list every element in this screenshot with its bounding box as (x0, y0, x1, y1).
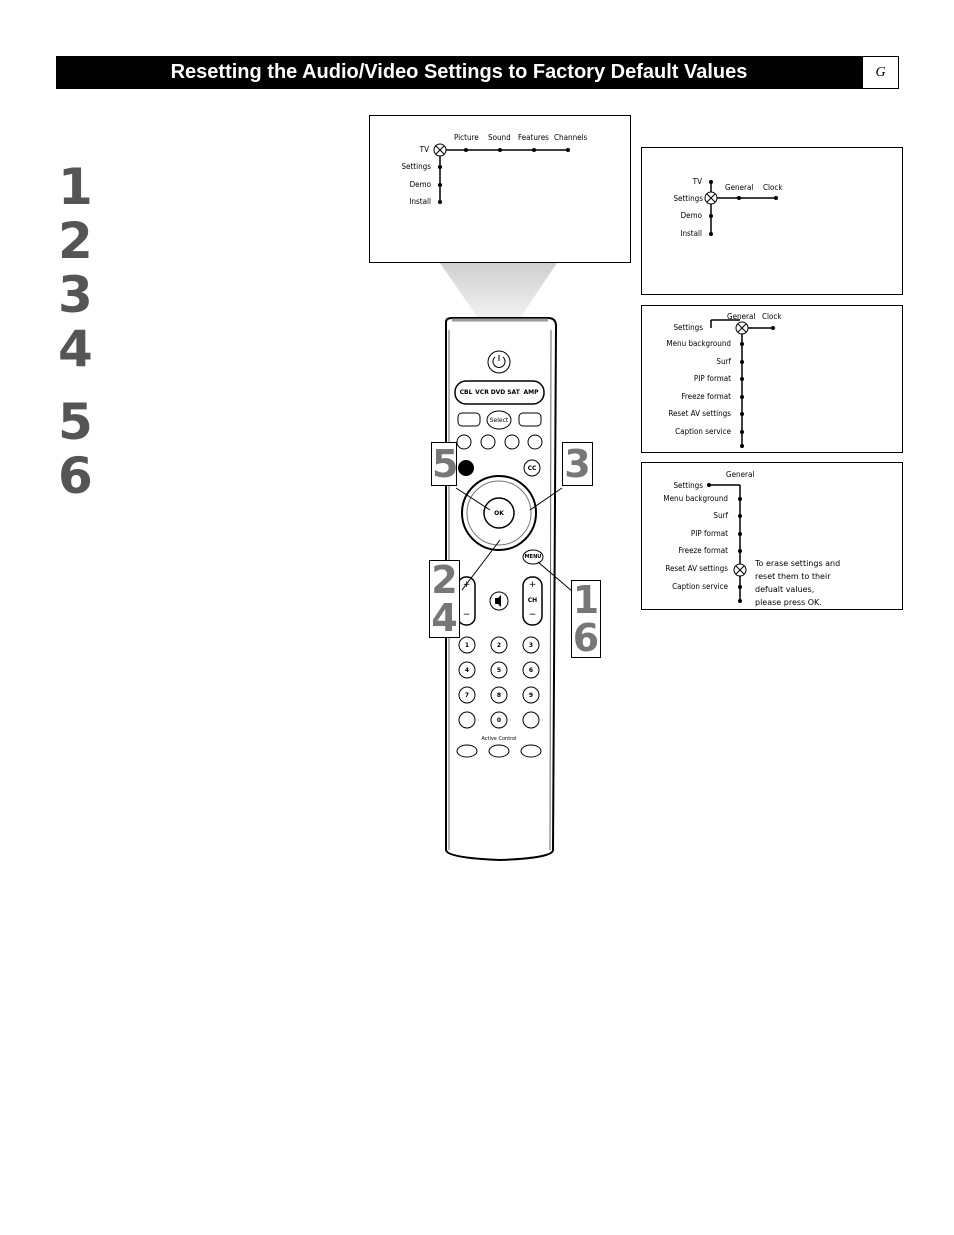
menu-item: General (725, 183, 754, 192)
digit-button[interactable]: 2 (496, 642, 502, 649)
channel-down-icon[interactable]: − (528, 610, 537, 620)
vcr-button[interactable]: VCR (475, 389, 489, 396)
menu-item: Caption service (675, 427, 731, 436)
menu-item: Clock (762, 312, 782, 321)
av-icon (457, 412, 481, 427)
format-icon (518, 412, 542, 427)
menu-tree-lines (704, 180, 778, 236)
step-number: 5 (58, 393, 93, 451)
menu-item: Demo (409, 180, 431, 189)
step-number: 1 (58, 158, 93, 216)
callout-step-2: 2 (431, 558, 458, 602)
menu-item: Clock (763, 183, 783, 192)
callout-step-5: 5 (431, 442, 459, 486)
digit-button[interactable]: 1 (464, 642, 470, 649)
menu-item: Freeze format (681, 392, 731, 401)
message-line: reset them to their (755, 572, 831, 581)
menu-tree-lines (433, 143, 570, 204)
select-button[interactable]: Select (489, 417, 509, 424)
menu-item: Menu background (666, 339, 731, 348)
active-control-label: Active Control (481, 736, 517, 742)
menu-item: Freeze format (678, 546, 728, 555)
channel-button[interactable]: CH (527, 597, 538, 604)
menu-item: Settings (673, 323, 703, 332)
step-number: 6 (58, 447, 93, 505)
tv-menu-screen-3: Settings General Clock Menu background S… (641, 305, 903, 453)
cursor-icon (733, 563, 747, 577)
callout-step-6: 6 (572, 616, 600, 660)
cursor-icon (433, 143, 447, 157)
step-number: 3 (58, 266, 93, 324)
menu-item: Demo (680, 211, 702, 220)
menu-item: TV (419, 145, 429, 154)
menu-item: General (727, 312, 756, 321)
section-tab: G (862, 56, 899, 89)
digit-button[interactable]: 4 (464, 667, 470, 674)
message-line: To erase settings and (755, 559, 841, 568)
menu-item: Features (518, 133, 549, 142)
power-icon (487, 350, 511, 374)
callout-step-1: 1 (572, 578, 600, 622)
message-line: please press OK. (755, 598, 822, 607)
cbl-button[interactable]: CBL (459, 389, 473, 396)
tv-menu-screen-1: TV Settings Demo Install Picture Sound F… (369, 115, 631, 263)
menu-button[interactable]: MENU (524, 554, 542, 560)
menu-item: Reset AV settings (668, 409, 731, 418)
menu-item: Channels (554, 133, 588, 142)
menu-item: Surf (716, 357, 731, 366)
menu-item: General (726, 470, 755, 479)
menu-item: Sound (488, 133, 511, 142)
menu-tree-lines (710, 319, 775, 448)
menu-item: Settings (673, 481, 703, 490)
menu-item: Surf (713, 511, 728, 520)
digit-button[interactable]: 8 (496, 692, 502, 699)
mute-icon (495, 595, 501, 607)
channel-up-icon[interactable]: + (528, 580, 537, 590)
volume-down-icon[interactable]: − (462, 610, 471, 620)
digit-button[interactable]: 5 (496, 667, 502, 674)
menu-item: Menu background (663, 494, 728, 503)
tv-menu-screen-2: TV Settings Demo Install General Clock (641, 147, 903, 295)
menu-item: PIP format (693, 374, 731, 383)
tv-menu-screen-4: Settings General Menu background Surf PI… (641, 462, 903, 610)
cursor-icon (704, 191, 718, 205)
menu-tree-lines (707, 483, 747, 603)
digit-button[interactable]: 0 (496, 717, 502, 724)
callout-step-3: 3 (562, 442, 593, 486)
menu-item: PIP format (690, 529, 728, 538)
menu-item: TV (692, 177, 702, 186)
digit-button[interactable]: 6 (528, 667, 534, 674)
digit-button[interactable]: 3 (528, 642, 534, 649)
menu-item: Install (409, 197, 431, 206)
callout-step-2-4: 2 4 (429, 560, 460, 638)
ok-button[interactable]: OK (494, 510, 504, 517)
step-number: 4 (58, 320, 93, 378)
digit-button[interactable]: 9 (528, 692, 534, 699)
page-title: Resetting the Audio/Video Settings to Fa… (56, 56, 862, 89)
cc-button[interactable]: CC (527, 465, 537, 472)
digit-button[interactable]: 7 (464, 692, 470, 699)
dvd-button[interactable]: DVD (490, 389, 506, 396)
message-line: defualt values, (755, 585, 815, 594)
menu-item: Settings (673, 194, 703, 203)
callout-step-1-6: 1 6 (571, 580, 601, 658)
menu-item: Picture (454, 133, 479, 142)
callout-step-4: 4 (431, 596, 458, 640)
menu-item: Reset AV settings (665, 564, 728, 573)
sat-button[interactable]: SAT (507, 389, 520, 396)
menu-item: Settings (401, 162, 431, 171)
amp-button[interactable]: AMP (523, 389, 539, 396)
menu-item: Caption service (672, 582, 728, 591)
cursor-icon (735, 321, 749, 335)
volume-up-icon[interactable]: + (462, 580, 471, 590)
step-number: 2 (58, 212, 93, 270)
menu-item: Install (680, 229, 702, 238)
